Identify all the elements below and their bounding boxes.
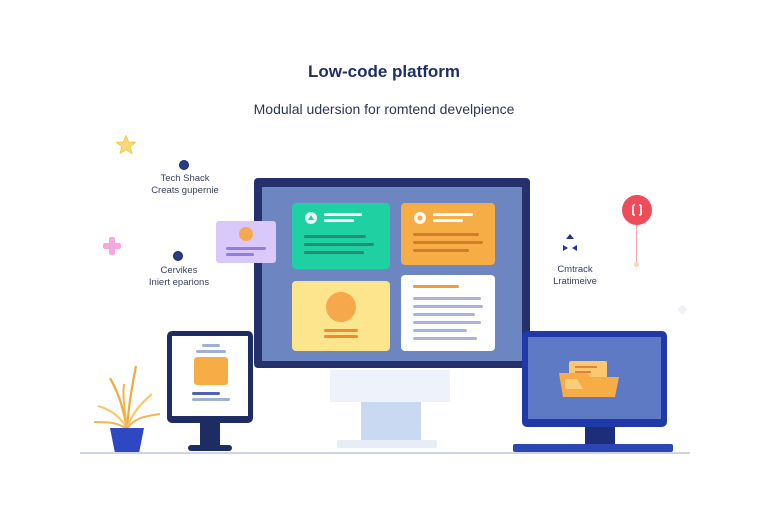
component-icon <box>414 212 426 224</box>
pin-dot <box>634 262 639 267</box>
notification-icon <box>622 195 652 225</box>
folder-icon <box>559 361 619 397</box>
component-card-yellow[interactable] <box>292 281 390 351</box>
component-card-orange[interactable] <box>401 203 495 265</box>
plant-icon <box>93 365 161 431</box>
laptop-stand <box>585 427 615 444</box>
monitor-chin <box>330 370 450 402</box>
floor-line <box>80 452 690 454</box>
component-card-green[interactable] <box>292 203 390 269</box>
component-card-white[interactable] <box>401 275 495 351</box>
page-subtitle: Modulal udersion for romtend develpience <box>253 101 515 117</box>
services-note: Cervikes Iniert eparions <box>148 265 210 288</box>
cmtrack-note: Cmtrack Lratimeive <box>553 264 597 287</box>
tablet-screen <box>172 336 248 416</box>
laptop-base <box>513 444 673 452</box>
laptop-screen <box>528 337 661 419</box>
component-icon <box>305 212 317 224</box>
star-icon <box>116 135 136 154</box>
pin-line <box>636 222 637 266</box>
widget-icon <box>239 227 253 241</box>
floating-widget[interactable] <box>216 221 276 263</box>
tablet-stand <box>200 423 220 445</box>
decorative-diamond <box>677 304 688 315</box>
monitor-base <box>337 440 437 448</box>
info-dot-icon <box>179 160 189 170</box>
tablet-card <box>194 357 228 385</box>
component-icon <box>326 292 356 322</box>
collaboration-icon <box>563 234 577 251</box>
tech-stack-note: Tech Shack Creats gupernie <box>151 173 219 196</box>
plant-pot <box>110 428 144 452</box>
tablet-base <box>188 445 232 451</box>
plus-icon <box>103 237 121 255</box>
monitor-neck <box>361 402 421 440</box>
info-dot-icon <box>173 251 183 261</box>
page-title: Low-code platform <box>307 62 461 81</box>
